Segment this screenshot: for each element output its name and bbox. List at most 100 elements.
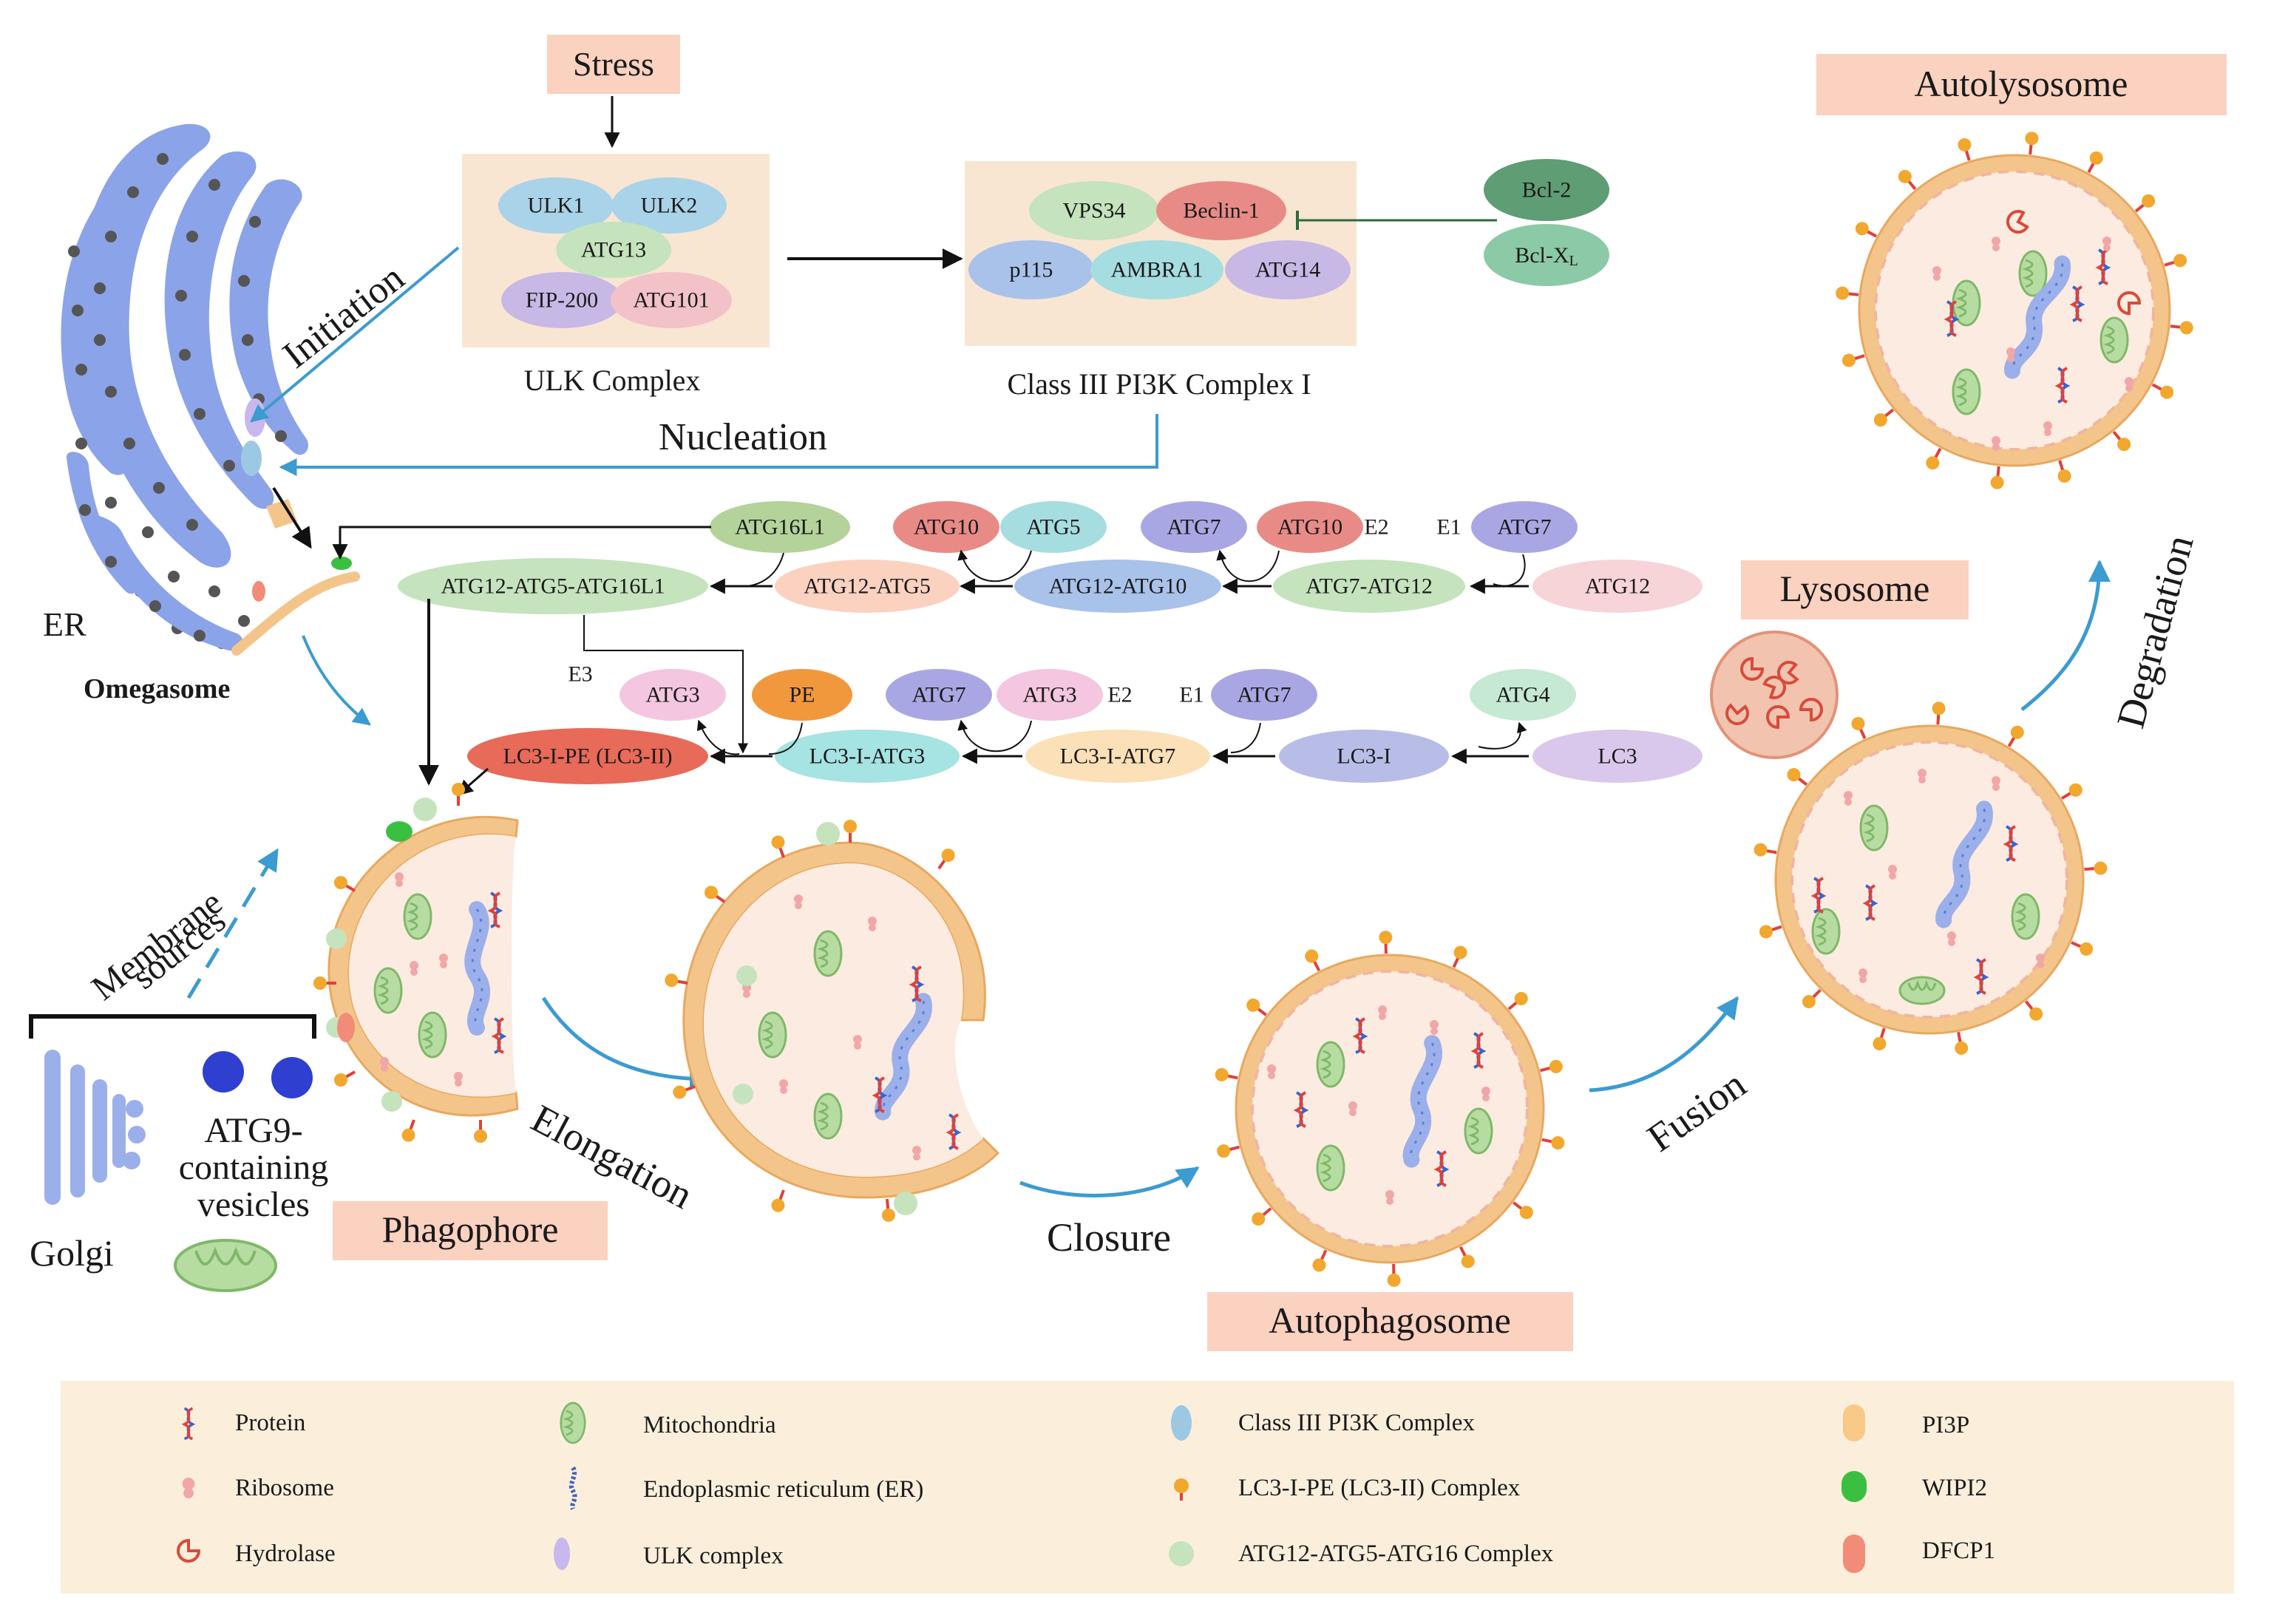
atg7-node-a: ATG7 [1167,515,1221,540]
elongation-label: Elongation [524,1096,699,1217]
atg9-label-b: containing [179,1148,329,1187]
lysosome-box [1741,560,1969,619]
autolysosome [1858,154,2171,467]
atg5-node: ATG5 [1026,515,1080,540]
bcl2-node: Bcl-2 [1522,178,1572,203]
ribosome-icon [182,1478,195,1498]
atg3-node-a: ATG3 [645,683,699,707]
membrane-sources-bracket [29,1014,316,1039]
legend-pi3p: PI3P [1922,1412,1969,1438]
dfcp1-icon [1843,1535,1865,1573]
lc3-ii-spot [1539,1131,1567,1152]
lc3-i-atg3-node: LC3-I-ATG3 [809,744,926,769]
lc3-ii-spot [1955,135,1978,164]
atg16l1-node: ATG16L1 [735,515,825,540]
lc3-node: LC3 [1598,744,1637,769]
legend-class-iii-pi3k: Class III PI3K Complex [1238,1410,1475,1436]
wipi2-icon [1841,1471,1867,1502]
phagophore [312,781,519,1146]
atg7-atg12-node: ATG7-ATG12 [1306,574,1433,599]
initiation-arrow [250,246,460,423]
ulk1-node: ULK1 [528,194,585,218]
legend-lc3-ii: LC3-I-PE (LC3-II) Complex [1238,1475,1521,1501]
lc3-ii-spot [2067,934,2097,959]
membrane-sources-arrow [186,848,279,999]
phagophore-label: Phagophore [382,1209,559,1250]
lc3-i-node: LC3-I [1337,744,1391,769]
lc3-ii-spot [2051,457,2074,486]
atg12-complex-legend-icon [1169,1541,1194,1566]
closure-arrow [1019,1166,1200,1197]
nucleation-label: Nucleation [659,416,827,458]
legend-panel [61,1381,2234,1594]
p115-node: p115 [1010,258,1053,282]
fusion-vesicle [1774,724,2085,1035]
legend-wipi2: WIPI2 [1922,1475,1987,1501]
atg9-vesicle-a [203,1051,244,1093]
atg12-atg5-node: ATG12-ATG5 [804,574,931,599]
lc3-ii-spot [1751,840,1779,861]
lc3-ii-spot [1537,1056,1566,1079]
lc3-ii-spot [1301,945,1327,976]
lysosome-label: Lysosome [1780,568,1930,609]
lc3-ii-spot [2168,318,2196,337]
lc3-ii-spot [1385,1262,1402,1289]
e2-tag-atg10: E2 [1364,515,1388,540]
ambra1-node: AMBRA1 [1110,258,1203,282]
legend-hydrolase: Hydrolase [235,1540,336,1567]
lc3-ii-spot [1950,1029,1971,1058]
autolysosome-box [1816,54,2227,115]
stress-label: Stress [573,45,654,83]
vps34-node: VPS34 [1062,199,1125,223]
e3-tag: E3 [568,662,592,687]
omegasome-label: Omegasome [84,673,230,704]
atg10-node-b: ATG10 [1277,515,1342,540]
autophagosome-box [1207,1292,1573,1351]
stress-box [547,35,680,94]
golgi-icon [44,1050,146,1205]
legend-atg12-complex: ATG12-ATG5-ATG16 Complex [1238,1540,1554,1567]
nucleation-arrow [279,414,1158,476]
pi3p-icon [266,499,297,529]
legend-ulk: ULK complex [643,1543,784,1569]
mitochondrion-source-icon [174,1239,277,1292]
lc3-ii-node: LC3-I-PE (LC3-II) [503,744,672,769]
omegasome-to-phagophore-arrow [302,635,371,726]
lc3-ii-legend-icon [1174,1478,1189,1501]
lc3-ii-spot [1377,928,1394,956]
lc3-ii-spot [1833,284,1861,303]
lc3-ii-spot [1308,1246,1334,1276]
atg7-node-b: ATG7 [1497,515,1551,540]
atg7-node-d: ATG7 [1237,683,1291,707]
class-iii-pi3k-legend-icon [1171,1405,1192,1441]
e1-tag-atg7-a: E1 [1436,515,1461,540]
atg14-node: ATG14 [1255,258,1320,282]
degradation-arrow [2020,560,2111,711]
lc3-ii-spot [1453,1242,1479,1272]
lc3-ii-spot [1212,1065,1240,1087]
autolysosome-label: Autolysosome [1915,63,2128,104]
legend-mitochondria: Mitochondria [643,1412,776,1438]
bcl-inhibitors: Bcl-2 Bcl-XL [1296,159,1609,286]
legend-er: Endoplasmic reticulum (ER) [643,1476,923,1503]
lc3-ii-spot [1929,699,1948,727]
omegasome-membrane [231,571,360,656]
elongating-phagophore [662,818,1000,1224]
pe-node: PE [789,683,815,707]
er-label: ER [43,605,86,643]
lysosome [1710,631,1839,759]
lc3-ii-spot [2082,859,2110,877]
ulk-complex-title: ULK Complex [524,364,701,397]
bclxl-node: Bcl-XL [1515,243,1578,270]
lc3-i-atg7-node: LC3-I-ATG7 [1060,744,1176,769]
er-to-omegasome-arrow [272,486,312,549]
lc3-ii-spot [1446,942,1471,972]
fusion-arrow [1589,996,1739,1093]
fusion-label: Fusion [1639,1061,1754,1161]
atg13-node: ATG13 [581,238,646,262]
beclin1-node: Beclin-1 [1183,199,1259,223]
atg9-vesicle-b [271,1057,313,1098]
e1-tag-atg7-b: E1 [1179,683,1204,707]
ulk-complex-legend-icon [554,1538,570,1570]
